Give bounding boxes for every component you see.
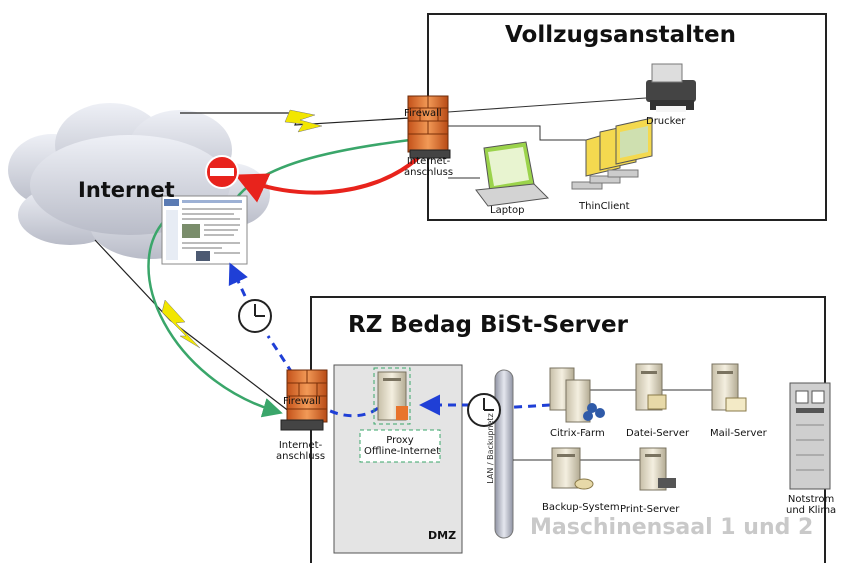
offline-path-up [266,335,302,386]
print-server-label: Print-Server [620,504,680,515]
thinclient-label: ThinClient [579,201,630,212]
allowed-path-bottom [147,219,283,418]
file-server-label: Datei-Server [626,428,690,439]
datacenter-zone-title: RZ Bedag BiSt-Server [348,312,628,338]
firewall-top-label: Firewall [404,108,442,119]
printer-icon [646,63,696,112]
printer-label: Drucker [646,116,686,127]
no-entry-icon [205,155,239,189]
firewall-top-icon [407,95,451,159]
prison-zone-title: Vollzugsanstalten [505,22,736,48]
laptop-icon [475,141,550,207]
firewall-bottom-label: Firewall [283,396,321,407]
print-server-icon [639,447,676,491]
machine-hall-label: Maschinensaal 1 und 2 [530,515,814,540]
mail-server-icon [711,363,747,412]
lan-backbone-pipe [494,369,514,539]
internet-access-top-label: Internet- anschluss [404,156,454,178]
power-climate-label: Notstrom und Klima [786,494,837,516]
lan-line-top [448,125,600,141]
firewall-bottom-icon [280,369,328,431]
file-server-icon [635,363,667,411]
printer-line [447,97,647,113]
clock-icon-upper [238,299,272,333]
backup-system-icon [551,447,594,490]
internet-label: Internet [78,178,175,202]
citrix-farm-icon [549,367,605,423]
thinclient-icon [571,117,653,190]
lan-backbone-label: LAN / Backupnetz [485,413,495,484]
dmz-label: DMZ [428,529,457,542]
citrix-farm-label: Citrix-Farm [550,428,605,439]
laptop-label: Laptop [490,205,525,216]
backup-system-label: Backup-System [542,502,620,513]
proxy-label-frame [359,429,441,463]
proxy-frame [373,367,411,425]
offline-path-up2 [228,262,248,297]
blocked-path [234,156,420,203]
lightning-bolt-top-fill [284,109,323,133]
webpage-thumbnail-icon [161,195,248,265]
internet-access-bottom-label: Internet- anschluss [276,440,326,462]
clock-icon-lower [467,393,501,427]
mail-server-label: Mail-Server [710,428,767,439]
lightning-bolt-bottom-fill [161,299,201,349]
power-cabinet-icon [789,382,831,490]
proxy-label: Proxy Offline-Internet [364,435,441,457]
